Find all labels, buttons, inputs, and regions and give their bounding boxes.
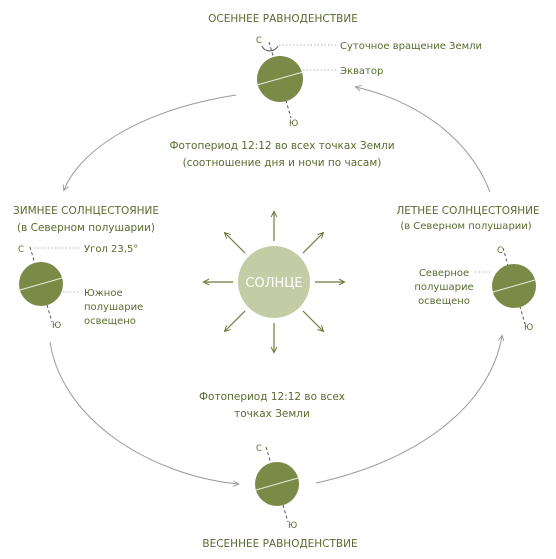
south-lit-line3: освещено [84, 316, 136, 327]
earth-equator [256, 71, 304, 86]
south-lit-line2: полушарие [84, 302, 143, 313]
summer-solstice-subtitle: (в Северном полушарии) [400, 221, 531, 232]
north-lit-line3: освещено [418, 296, 470, 307]
earth-autumn: С Ю [256, 36, 304, 129]
south-pole-label: Ю [524, 323, 533, 333]
winter-solstice-subtitle: (в Северном полушарии) [17, 222, 155, 234]
sun-ray-se [302, 310, 323, 331]
earth-equator [492, 279, 536, 293]
orbit-arc-autumn-to-winter [64, 94, 237, 190]
orbit-arc-winter-to-spring [49, 341, 238, 484]
north-lit-line2: полушарие [414, 282, 473, 293]
sun-rays [204, 212, 344, 352]
south-pole-label: Ю [288, 521, 297, 531]
photoperiod-top-line2: (соотношение дня и ночи по часам) [183, 157, 382, 169]
equator-label: Экватор [340, 66, 383, 77]
spring-equinox-title: ВЕСЕННЕЕ РАВНОДЕНСТВИЕ [202, 538, 357, 550]
tilt-angle-label: Угол 23,5° [84, 244, 138, 255]
north-pole-label: С [18, 245, 24, 255]
earth-winter: С Ю [18, 245, 63, 331]
photoperiod-top-line1: Фотопериод 12:12 во всех точках Земли [169, 140, 394, 152]
sun-ray-ne [302, 233, 323, 254]
earth-equator [19, 277, 63, 291]
sun [238, 246, 310, 318]
sun-ray-nw [225, 233, 246, 254]
sun-label: СОЛНЦЕ [245, 276, 302, 291]
south-pole-label: Ю [289, 119, 298, 129]
autumn-equinox-title: ОСЕННЕЕ РАВНОДЕНСТВИЕ [208, 13, 358, 25]
winter-solstice-title: ЗИМНЕЕ СОЛНЦЕСТОЯНИЕ [13, 205, 159, 217]
earth-summer: С Ю [492, 246, 536, 333]
north-lit-line1: Северное [419, 268, 469, 279]
photoperiod-bottom-line2: точках Земли [234, 408, 310, 420]
north-pole-label: С [256, 36, 262, 46]
photoperiod-bottom-line1: Фотопериод 12:12 во всех [199, 391, 345, 403]
south-lit-line1: Южное [84, 288, 123, 299]
sun-ray-sw [225, 310, 246, 331]
north-pole-label: С [256, 444, 262, 454]
rotation-arrow-icon [261, 45, 279, 52]
earth-equator [255, 477, 299, 491]
south-pole-label: Ю [52, 321, 61, 331]
daily-rotation-label: Суточное вращение Земли [340, 41, 482, 52]
north-pole-label: С [497, 246, 503, 256]
summer-solstice-title: ЛЕТНЕЕ СОЛНЦЕСТОЯНИЕ [396, 205, 539, 217]
earth-spring: С Ю [255, 444, 299, 531]
orbit-arc-summer-to-autumn [356, 87, 491, 193]
orbit-arc-spring-to-summer [315, 336, 502, 484]
